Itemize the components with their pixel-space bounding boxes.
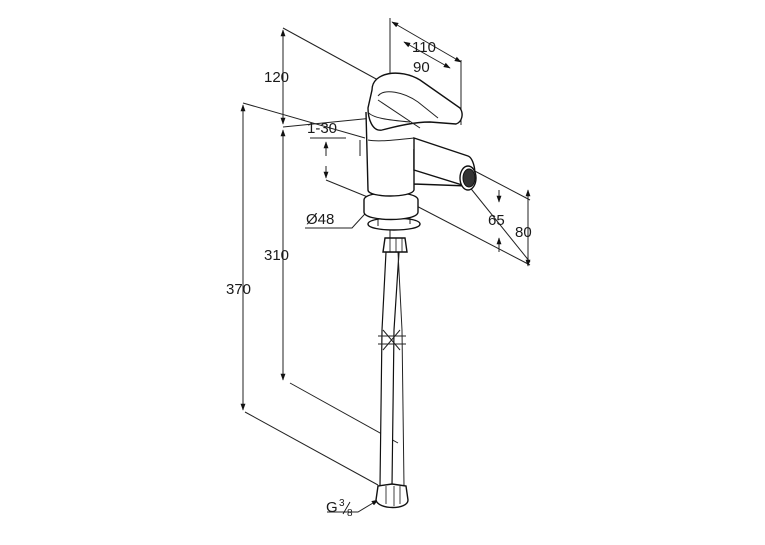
thread-label-g3-8: G 3 8: [326, 498, 353, 519]
dim-label-310: 310: [264, 247, 289, 264]
thread-label-numerator: 3: [339, 498, 345, 509]
dim-label-1-30: 1-30: [307, 120, 337, 137]
dim-label-370: 370: [226, 281, 251, 298]
thread-label-main: G: [326, 499, 338, 516]
dim-label-110: 110: [412, 39, 436, 56]
dim-label-diameter-48: Ø48: [306, 211, 334, 228]
dim-label-90: 90: [413, 59, 430, 76]
extension-lines: [242, 18, 531, 486]
dim-label-65: 65: [488, 212, 505, 229]
dim-label-80: 80: [515, 224, 532, 241]
thread-label-denominator: 8: [347, 508, 353, 519]
dim-label-120: 120: [264, 69, 289, 86]
mixer-body: [359, 72, 477, 509]
